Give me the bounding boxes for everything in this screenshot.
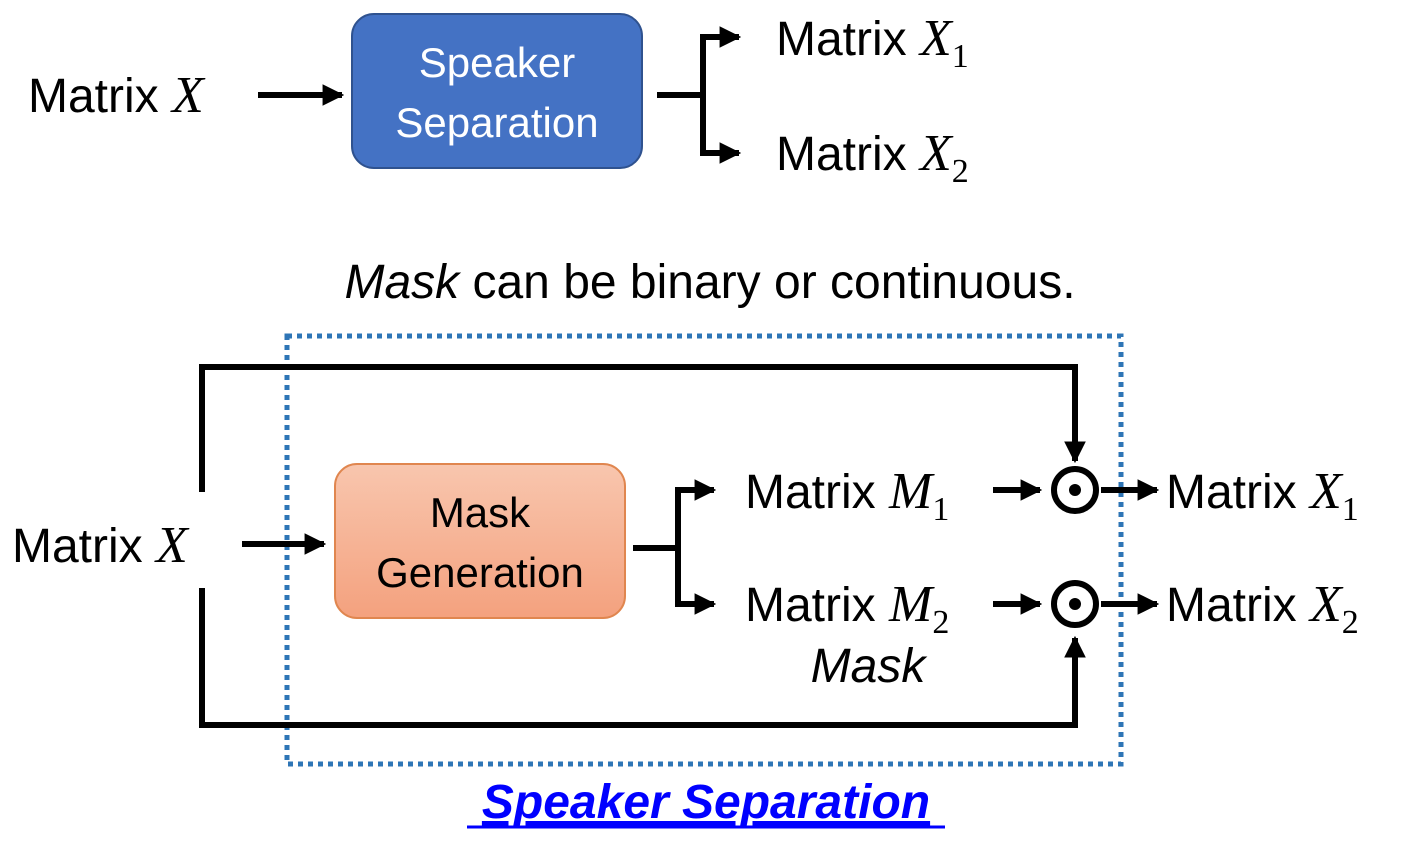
hadamard-product-icon bbox=[1051, 580, 1099, 628]
top-output-x2: Matrix X2 bbox=[776, 125, 969, 190]
mask-caption: Mask bbox=[811, 640, 929, 693]
top-arrow-out1 bbox=[700, 26, 742, 95]
arrow-to-mask2 bbox=[675, 548, 717, 615]
bottom-output-x2: Matrix X2 bbox=[1166, 576, 1359, 641]
mask-generation-block-line2: Generation bbox=[376, 549, 584, 596]
hadamard-product-icon bbox=[1051, 466, 1099, 514]
speaker-separation-block-line1: Speaker bbox=[419, 39, 575, 86]
mask-note: Mask can be binary or continuous. bbox=[344, 256, 1075, 309]
speaker-separation-block-line2: Separation bbox=[395, 99, 598, 146]
top-input-label: Matrix X bbox=[28, 67, 206, 124]
mask-generation-block bbox=[334, 463, 626, 619]
bypass-arrow-bottom bbox=[199, 588, 1086, 728]
speaker-separation-block bbox=[351, 13, 643, 169]
bottom-output-x1: Matrix X1 bbox=[1166, 463, 1359, 528]
top-diagram: Matrix X Speaker Separation Matrix X1 Ma… bbox=[28, 10, 969, 190]
top-arrow-out2 bbox=[700, 95, 742, 164]
arrow-to-mask1 bbox=[675, 479, 717, 548]
bypass-arrow-top bbox=[199, 364, 1086, 492]
mask-m2-label: Matrix M2 bbox=[745, 576, 949, 641]
bottom-diagram: Matrix X Mask Generation Matrix M1 Matri… bbox=[12, 333, 1359, 829]
speaker-separation-group-border bbox=[284, 333, 1124, 767]
bottom-input-label: Matrix X bbox=[12, 517, 190, 574]
speaker-separation-title-link[interactable]: Speaker Separation bbox=[482, 776, 930, 829]
mask-m1-label: Matrix M1 bbox=[745, 463, 949, 528]
top-output-x1: Matrix X1 bbox=[776, 10, 969, 75]
mask-generation-block-line1: Mask bbox=[430, 489, 531, 536]
